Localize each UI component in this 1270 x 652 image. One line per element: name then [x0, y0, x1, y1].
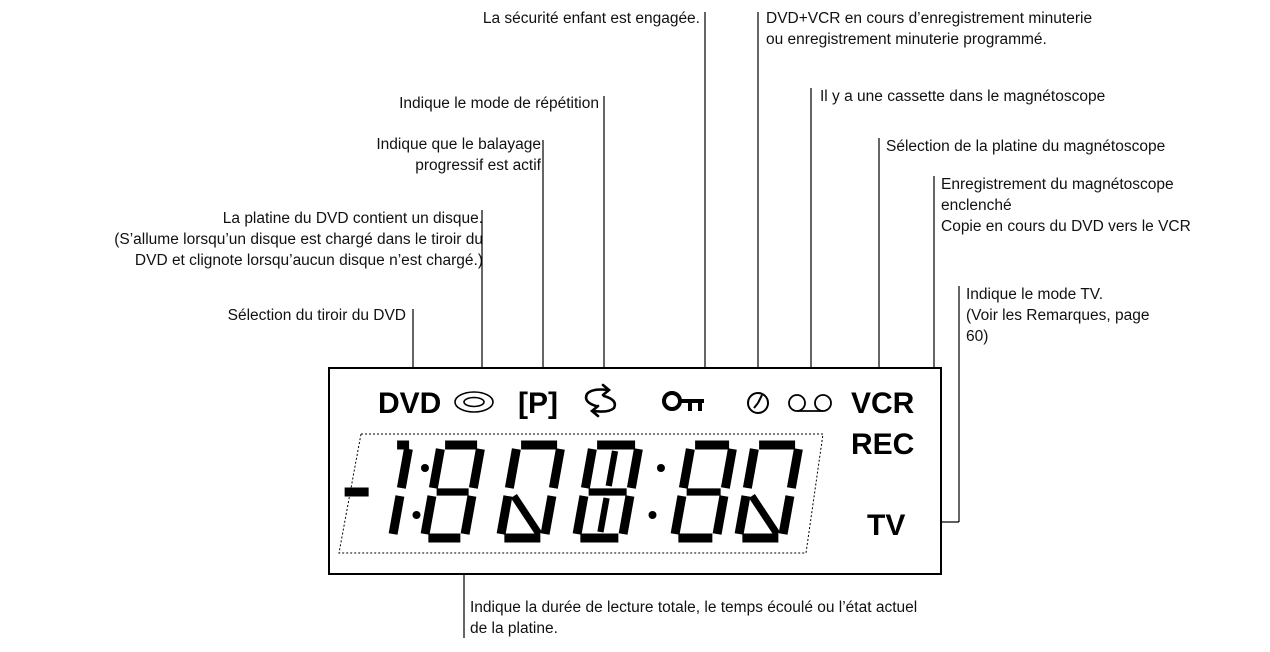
segment [734, 495, 751, 535]
leader-lines [412, 12, 960, 638]
segment [748, 494, 781, 536]
segment [626, 448, 643, 489]
colon-dot [648, 511, 657, 519]
segment [510, 494, 543, 536]
segment [720, 448, 737, 489]
segment [420, 495, 437, 535]
label-vcr-deck: Sélection de la platine du magnétoscope [886, 138, 1166, 155]
label-display: Indique la durée de lecture totale, le t… [470, 599, 918, 637]
label-vcr-recording: Enregistrement du magnétoscope enclenché… [941, 176, 1191, 235]
label-progressive: Indique que le balayage progressif est a… [376, 136, 541, 174]
segment [605, 450, 619, 487]
vcr-indicator: VCR [851, 387, 915, 420]
label-child-lock: La sécurité enfant est engagée. [482, 10, 700, 27]
segment [428, 448, 445, 489]
label-tv-mode: Indique le mode TV. (Voir les Remarques,… [966, 286, 1150, 345]
segment [742, 448, 759, 489]
segment [678, 448, 695, 489]
segment [504, 448, 521, 489]
disc-icon [454, 391, 494, 413]
segment [618, 495, 635, 535]
cassette-icon [788, 394, 832, 412]
segment [580, 448, 597, 489]
segment [786, 448, 803, 489]
segment [540, 495, 557, 535]
segment-digits [344, 440, 803, 543]
segment [396, 448, 413, 489]
colon-dot [420, 464, 429, 472]
label-cassette: Il y a une cassette dans le magnétoscope [820, 88, 1106, 105]
label-dvd-deck: Sélection du tiroir du DVD [227, 307, 406, 324]
segment [468, 448, 485, 489]
segment [388, 495, 405, 535]
segment [670, 495, 687, 535]
digit-area [338, 433, 824, 554]
label-disc-loaded: La platine du DVD contient un disque. (S… [114, 210, 483, 269]
rec-indicator: REC [851, 428, 914, 461]
colon-dot [656, 464, 665, 472]
clock-icon [747, 392, 769, 414]
repeat-icon [584, 383, 617, 418]
segment [778, 495, 795, 535]
progressive-indicator: [P] [518, 387, 558, 420]
segment [548, 448, 565, 489]
colon-dot [412, 511, 421, 519]
key-icon [662, 391, 704, 411]
segment [496, 495, 513, 535]
dvd-indicator: DVD [378, 387, 441, 420]
segment [460, 495, 477, 535]
segment [712, 495, 729, 535]
segment [572, 495, 589, 535]
tv-indicator: TV [867, 509, 905, 542]
label-repeat: Indique le mode de répétition [399, 95, 599, 112]
label-timer: DVD+VCR en cours d’enregistrement minute… [766, 10, 1093, 48]
segment [597, 497, 610, 533]
